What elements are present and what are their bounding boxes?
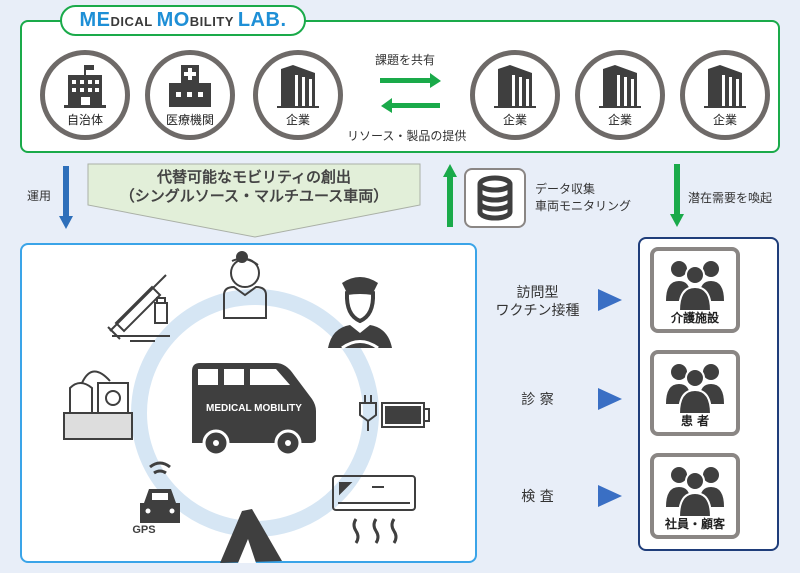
driver-icon — [328, 277, 392, 350]
office-building-icon — [277, 65, 319, 108]
stakeholder-municipality: 自治体 — [40, 50, 130, 140]
air-conditioner-icon — [332, 475, 416, 544]
banner-line1: 代替可能なモビリティの創出 — [156, 168, 352, 186]
stakeholder-medical-institution: 医療機関 — [145, 50, 235, 140]
service-line2: ワクチン接種 — [495, 303, 580, 319]
operation-label: 運用 — [27, 189, 52, 203]
target-care-facility: 介護施設 — [650, 247, 740, 333]
arrow-triangle-icon — [598, 388, 622, 410]
arrow-triangle-icon — [598, 485, 622, 507]
provide-resources-label: リソース・製品の提供 — [347, 129, 467, 143]
database-icon-box — [464, 168, 526, 228]
mobility-uses-illustration — [63, 251, 430, 563]
data-collection-line2: 車両モニタリング — [535, 199, 632, 213]
people-group-icon — [666, 467, 724, 517]
stakeholder-company: 企業 — [575, 50, 665, 140]
stakeholder-label: 自治体 — [66, 113, 103, 127]
data-up-arrow-icon — [443, 164, 457, 227]
stakeholder-label: 医療機関 — [165, 113, 214, 127]
office-building-icon — [704, 65, 746, 108]
exchange-arrows-icon — [380, 73, 441, 113]
stakeholder-label: 企業 — [712, 113, 737, 127]
syringe-icon — [107, 274, 170, 342]
banner-shape — [87, 163, 421, 238]
arrow-triangle-icon — [598, 289, 622, 311]
office-building-icon — [599, 65, 641, 108]
lab-equipment-icon — [63, 370, 133, 440]
van-label: MEDICAL MOBILITY — [206, 403, 302, 414]
service-consultation: 診 察 — [521, 392, 554, 408]
stakeholder-label: 企業 — [285, 113, 310, 127]
gps-car-icon — [140, 461, 180, 523]
van-icon — [192, 363, 316, 457]
data-collection-line1: データ収集 — [535, 182, 596, 196]
plug-battery-icon — [359, 395, 430, 431]
operation-down-arrow-icon — [59, 166, 73, 229]
hospital-icon — [169, 65, 211, 107]
target-employees-customers: 社員・顧客 — [650, 453, 740, 539]
gps-label: GPS — [132, 524, 156, 536]
service-line1: 訪問型 — [516, 285, 559, 301]
target-label: 患 者 — [680, 414, 710, 428]
city-hall-icon — [64, 65, 106, 108]
people-group-icon — [666, 261, 724, 311]
target-patients: 患 者 — [650, 350, 740, 436]
target-label: 社員・顧客 — [664, 517, 725, 531]
tent-icon — [220, 509, 282, 563]
demand-down-arrow-icon — [670, 164, 684, 227]
stakeholder-company: 企業 — [680, 50, 770, 140]
demand-label: 潜在需要を喚起 — [688, 191, 773, 205]
share-issues-label: 課題を共有 — [375, 53, 436, 67]
data-collection-text: データ収集車両モニタリング — [535, 181, 631, 215]
office-building-icon — [494, 65, 536, 108]
stakeholder-label: 企業 — [502, 113, 527, 127]
service-examination: 検 査 — [521, 489, 554, 505]
service-vaccination: 訪問型ワクチン接種 — [485, 284, 590, 320]
database-icon — [477, 175, 513, 221]
target-label: 介護施設 — [670, 311, 719, 325]
stakeholder-company: 企業 — [470, 50, 560, 140]
medical-mobility-lab-logo: MEDICAL MOBILITY LAB. — [60, 5, 306, 36]
doctor-icon — [223, 251, 267, 319]
banner-text: 代替可能なモビリティの創出（シングルソース・マルチユース車両） — [87, 168, 421, 206]
stakeholder-company: 企業 — [253, 50, 343, 140]
people-group-icon — [666, 364, 724, 414]
banner-line2: （シングルソース・マルチユース車両） — [119, 187, 389, 205]
stakeholder-label: 企業 — [607, 113, 632, 127]
